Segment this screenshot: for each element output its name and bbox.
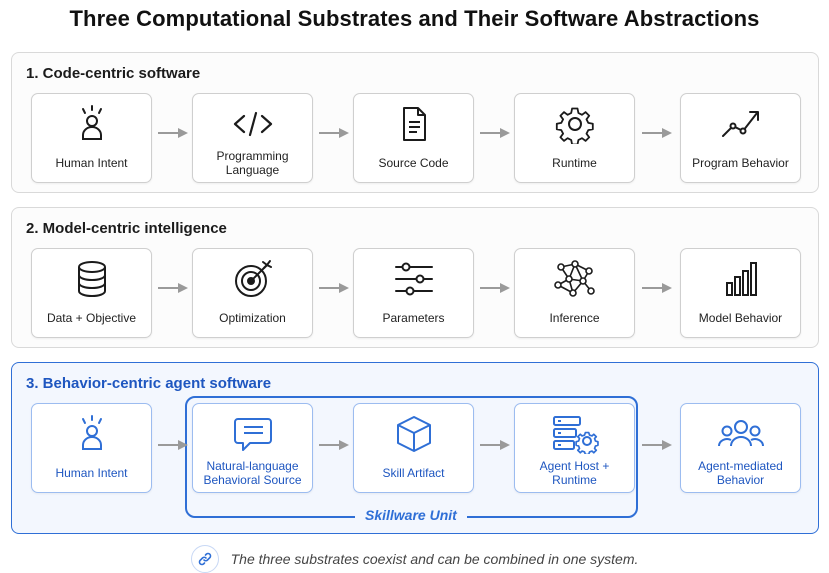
step-label: Optimization — [219, 311, 286, 325]
section-title: 2. Model-centric intelligence — [26, 220, 227, 237]
step-skill-artifact: Skill Artifact — [353, 403, 474, 493]
step-program-behavior: Program Behavior — [680, 93, 801, 183]
step-human-intent: Human Intent — [31, 403, 152, 493]
arrow-right-icon — [480, 440, 510, 450]
arrow-right-icon — [158, 283, 188, 293]
step-label: Source Code — [378, 156, 449, 170]
database-icon — [32, 259, 151, 299]
step-label: Agent Host + Runtime — [539, 459, 610, 487]
step-human-intent: Human Intent — [31, 93, 152, 183]
section-behavior-centric: 3. Behavior-centric agent software Skill… — [11, 362, 819, 534]
footnote-text: The three substrates coexist and can be … — [230, 551, 639, 567]
arrow-right-icon — [158, 440, 188, 450]
arrow-right-icon — [158, 128, 188, 138]
skillware-unit-label: Skillware Unit — [355, 507, 467, 523]
step-inference: Inference — [514, 248, 635, 338]
arrow-right-icon — [480, 128, 510, 138]
network-icon — [515, 259, 634, 299]
step-runtime: Runtime — [514, 93, 635, 183]
person-idea-icon — [32, 104, 151, 144]
code-brackets-icon — [193, 104, 312, 144]
step-label: Data + Objective — [46, 311, 137, 325]
arrow-right-icon — [642, 440, 672, 450]
step-source-code: Source Code — [353, 93, 474, 183]
arrow-right-icon — [642, 283, 672, 293]
step-label: Program Behavior — [692, 156, 789, 170]
bar-chart-icon — [681, 259, 800, 299]
step-label: Human Intent — [55, 156, 128, 170]
step-label: Model Behavior — [698, 311, 783, 325]
step-label: Skill Artifact — [382, 466, 445, 480]
gear-icon — [515, 104, 634, 144]
target-icon — [193, 259, 312, 299]
group-icon — [681, 414, 800, 454]
page-title: Three Computational Substrates and Their… — [69, 6, 760, 31]
step-data-objective: Data + Objective — [31, 248, 152, 338]
server-gear-icon — [515, 414, 634, 454]
cube-icon — [354, 414, 473, 454]
person-idea-icon — [32, 414, 151, 454]
section-title: 3. Behavior-centric agent software — [26, 375, 272, 392]
link-icon — [190, 545, 219, 573]
arrow-right-icon — [319, 440, 349, 450]
step-label: Natural-language Behavioral Source — [203, 459, 302, 487]
sliders-icon — [354, 259, 473, 299]
document-icon — [354, 104, 473, 144]
step-natural-language-source: Natural-language Behavioral Source — [192, 403, 313, 493]
step-model-behavior: Model Behavior — [680, 248, 801, 338]
step-agent-mediated-behavior: Agent-mediated Behavior — [680, 403, 801, 493]
step-optimization: Optimization — [192, 248, 313, 338]
section-title: 1. Code-centric software — [26, 65, 201, 82]
step-label: Inference — [549, 311, 600, 325]
arrow-right-icon — [480, 283, 510, 293]
step-label: Agent-mediated Behavior — [698, 459, 783, 487]
trend-line-icon — [681, 104, 800, 144]
chat-bubble-icon — [193, 414, 312, 454]
step-label: Programming Language — [216, 149, 289, 177]
arrow-right-icon — [319, 283, 349, 293]
step-label: Parameters — [382, 311, 445, 325]
section-model-centric: 2. Model-centric intelligence Data + Obj… — [11, 207, 819, 348]
section-code-centric: 1. Code-centric software Human Intent Pr… — [11, 52, 819, 193]
arrow-right-icon — [642, 128, 672, 138]
step-agent-host-runtime: Agent Host + Runtime — [514, 403, 635, 493]
step-label: Runtime — [552, 156, 597, 170]
footnote: The three substrates coexist and can be … — [0, 545, 829, 573]
arrow-right-icon — [319, 128, 349, 138]
step-programming-language: Programming Language — [192, 93, 313, 183]
step-label: Human Intent — [55, 466, 128, 480]
step-parameters: Parameters — [353, 248, 474, 338]
